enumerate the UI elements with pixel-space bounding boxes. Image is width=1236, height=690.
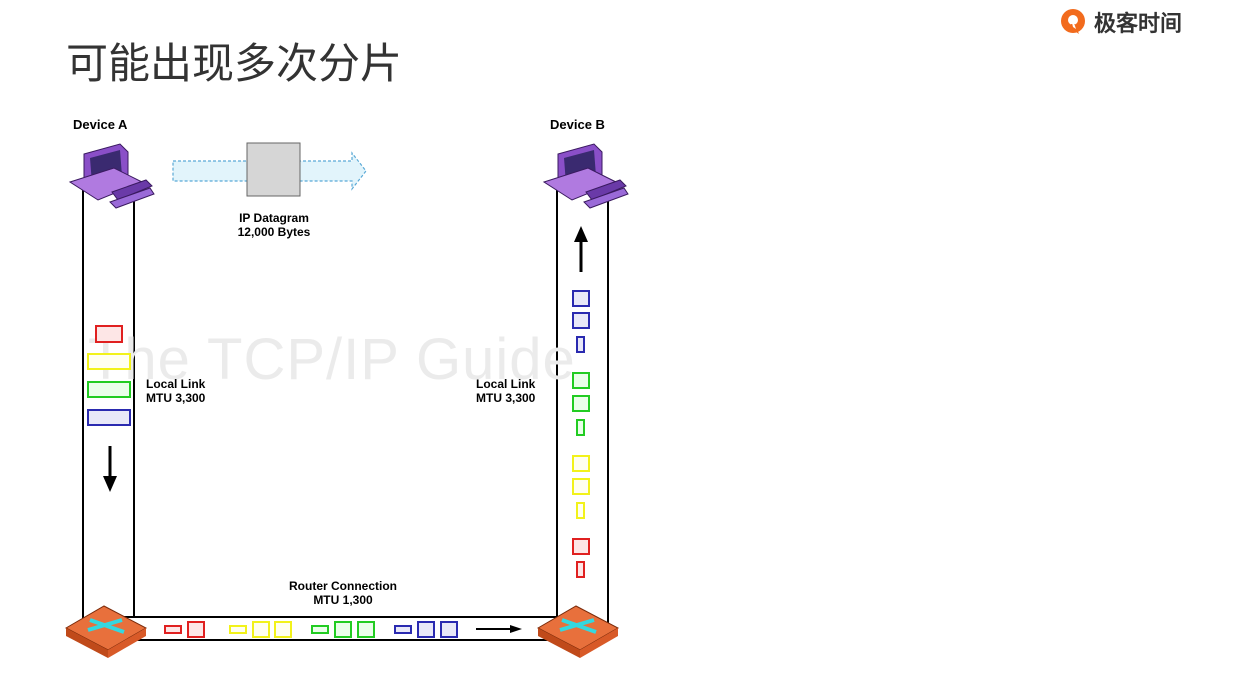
fragment-green [572,395,590,412]
fragment-yellow [252,621,270,638]
fragment-red [164,625,182,634]
fragment-red [572,538,590,555]
router-left-icon [64,605,148,658]
datagram-label-name: IP Datagram [239,211,309,225]
fragment-yellow [274,621,292,638]
fragment-yellow [229,625,247,634]
fragment-red [187,621,205,638]
fragment-blue [572,290,590,307]
fragment-blue [572,312,590,329]
fragment-yellow [572,478,590,495]
router-right-icon [536,605,620,658]
fragment-blue [394,625,412,634]
logo-text: 极客时间 [1094,12,1183,37]
fragment-red [576,561,585,578]
fragment-blue [576,336,585,353]
local-link-left-label: Local Link MTU 3,300 [146,377,205,405]
local-link-right-label: Local Link MTU 3,300 [476,377,535,405]
fragment-green [334,621,352,638]
device-a-label: Device A [73,117,128,132]
fragment-green [576,419,585,436]
fragment-green [357,621,375,638]
fragment-green [87,381,131,398]
fragment-green [572,372,590,389]
fragment-green [311,625,329,634]
fragment-blue [417,621,435,638]
local-link-left-mtu: MTU 3,300 [146,391,206,405]
datagram-label-size: 12,000 Bytes [237,225,311,239]
local-link-right-mtu: MTU 3,300 [476,391,536,405]
fragment-blue [87,409,131,426]
fragment-yellow [87,353,131,370]
fragment-yellow [572,455,590,472]
router-connection-label: Router Connection MTU 1,300 [263,579,423,607]
device-b-label: Device B [550,117,605,132]
logo-icon [1061,9,1085,34]
datagram-label: IP Datagram 12,000 Bytes [214,211,334,239]
logo: 极客时间 [1058,6,1182,38]
watermark: The TCP/IP Guide [88,327,576,392]
device-a-computer-icon [68,143,155,209]
router-connection-mtu: MTU 1,300 [313,593,373,607]
router-connection-name: Router Connection [289,579,397,593]
device-b-computer-icon [542,143,629,209]
fragment-red [95,325,123,343]
local-link-right-name: Local Link [476,377,536,391]
local-link-left-name: Local Link [146,377,206,391]
fragment-yellow [576,502,585,519]
slide-title: 可能出现多次分片 [66,39,403,88]
fragment-blue [440,621,458,638]
datagram-box [246,142,301,197]
